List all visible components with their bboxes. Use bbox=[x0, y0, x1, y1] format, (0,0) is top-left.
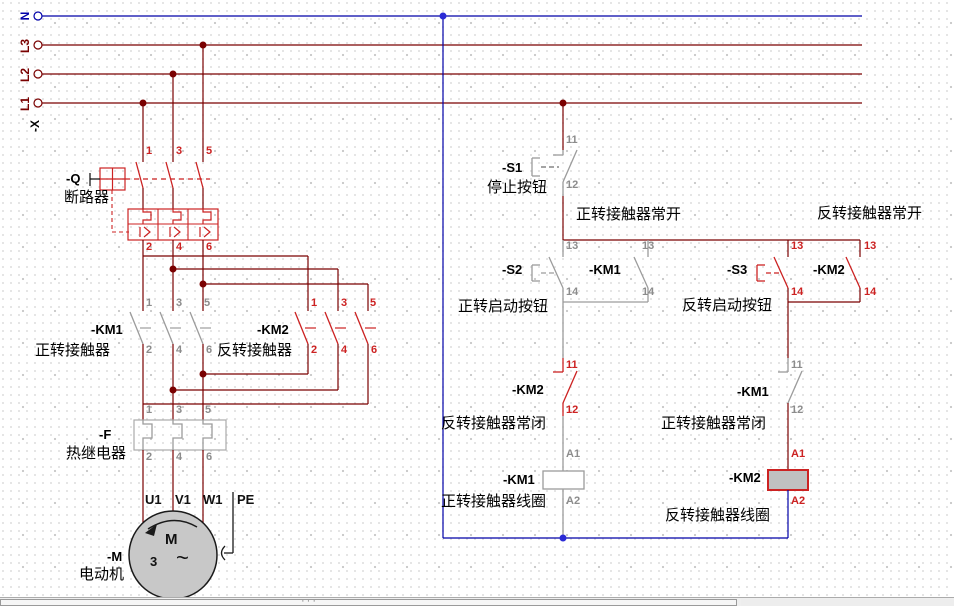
s3-pin: 13 bbox=[791, 240, 804, 252]
motor-phases: 3 bbox=[150, 554, 158, 569]
motor-terminal-v1: V1 bbox=[175, 492, 191, 507]
rail-label-l1: L1 bbox=[18, 97, 32, 112]
thermal-pin: 4 bbox=[176, 451, 183, 463]
km2-aux-nc-tag: -KM2 bbox=[512, 382, 544, 397]
motor-terminal-u1: U1 bbox=[145, 492, 162, 507]
breaker-pin: 5 bbox=[206, 145, 213, 157]
stop-button-tag: -S1 bbox=[502, 160, 523, 175]
km1-aux-nc-pin: 11 bbox=[791, 359, 803, 371]
km2-pin: 3 bbox=[341, 297, 348, 309]
km1-pin: 3 bbox=[176, 297, 183, 309]
motor-ac-symbol: ~ bbox=[176, 545, 189, 570]
km2-pin: 6 bbox=[371, 344, 378, 356]
thermal-pin: 1 bbox=[146, 404, 153, 416]
km2-pin: 2 bbox=[311, 344, 318, 356]
rail-label-l2: L2 bbox=[18, 68, 32, 83]
km2-power-name: 反转接触器 bbox=[217, 342, 293, 359]
km1-aux-nc-tag: -KM1 bbox=[737, 384, 769, 399]
km1-pin: 5 bbox=[204, 297, 211, 309]
km2-aux-nc-pin: 12 bbox=[566, 404, 579, 416]
fwd-start-button-name: 正转启动按钮 bbox=[458, 298, 549, 315]
km2-pin: 1 bbox=[311, 297, 318, 309]
rail-label-l3: L3 bbox=[18, 39, 32, 54]
s3-pin: 14 bbox=[791, 286, 804, 298]
s1-pin: 12 bbox=[566, 179, 579, 191]
thermal-pin: 3 bbox=[176, 404, 183, 416]
km1-pin: 1 bbox=[146, 297, 153, 309]
km1-pin: 4 bbox=[176, 344, 183, 356]
km2-coil-tag: -KM2 bbox=[729, 470, 761, 485]
breaker-pin: 1 bbox=[146, 145, 153, 157]
km2-coil-pin: A1 bbox=[791, 448, 806, 460]
km1-power-name: 正转接触器 bbox=[35, 342, 111, 359]
thermal-relay-name: 热继电器 bbox=[66, 445, 127, 462]
s2-pin: 14 bbox=[566, 286, 579, 298]
km2-coil-name: 反转接触器线圈 bbox=[665, 507, 771, 524]
thermal-relay-tag: -F bbox=[99, 427, 112, 442]
s1-pin: 11 bbox=[566, 134, 578, 146]
thermal-pin: 5 bbox=[205, 404, 212, 416]
km2-aux-no-pin: 13 bbox=[864, 240, 877, 252]
km2-aux-no-pin: 14 bbox=[864, 286, 877, 298]
fwd-no-caption: 正转接触器常开 bbox=[576, 206, 682, 223]
km1-aux-no-pin: 14 bbox=[642, 286, 655, 298]
motor-terminal-pe: PE bbox=[237, 492, 255, 507]
terminal-strip-label: -X bbox=[28, 120, 42, 132]
km1-aux-nc-name: 正转接触器常闭 bbox=[661, 415, 767, 432]
km1-coil-name: 正转接触器线圈 bbox=[441, 493, 547, 510]
breaker-pin: 6 bbox=[206, 241, 213, 253]
rev-start-button-tag: -S3 bbox=[727, 262, 748, 277]
motor-letter: M bbox=[165, 531, 178, 548]
km2-pin: 4 bbox=[341, 344, 348, 356]
km2-aux-no-tag: -KM2 bbox=[813, 262, 845, 277]
scrollbar-grip-icon: ··· bbox=[301, 595, 318, 606]
breaker-tag: -Q bbox=[66, 171, 81, 186]
km1-coil-pin: A1 bbox=[566, 448, 581, 460]
km2-aux-nc-pin: 11 bbox=[566, 359, 578, 371]
km1-coil-tag: -KM1 bbox=[503, 472, 535, 487]
km2-aux-nc-name: 反转接触器常闭 bbox=[441, 415, 547, 432]
km1-coil-pin: A2 bbox=[566, 495, 581, 507]
breaker-pin: 2 bbox=[146, 241, 153, 253]
thermal-pin: 2 bbox=[146, 451, 153, 463]
fwd-start-button-tag: -S2 bbox=[502, 262, 523, 277]
km2-coil-pin: A2 bbox=[791, 495, 806, 507]
km1-power-tag: -KM1 bbox=[91, 322, 123, 337]
breaker-pin: 3 bbox=[176, 145, 183, 157]
horizontal-scrollbar[interactable]: ··· bbox=[0, 595, 954, 606]
rev-start-button-name: 反转启动按钮 bbox=[682, 297, 773, 314]
thermal-pin: 6 bbox=[206, 451, 213, 463]
rail-label-n: N bbox=[18, 11, 32, 21]
km1-aux-no-pin: 13 bbox=[642, 240, 655, 252]
motor-terminal-w1: W1 bbox=[203, 492, 223, 507]
scrollbar-thumb[interactable]: ··· bbox=[0, 595, 737, 606]
s2-pin: 13 bbox=[566, 240, 579, 252]
breaker-name: 断路器 bbox=[64, 189, 110, 206]
breaker-pin: 4 bbox=[176, 241, 183, 253]
km2-power-tag: -KM2 bbox=[257, 322, 289, 337]
motor-name: 电动机 bbox=[79, 566, 125, 583]
km1-pin: 2 bbox=[146, 344, 153, 356]
km2-pin: 5 bbox=[370, 297, 377, 309]
scrollbar-track-right[interactable] bbox=[741, 599, 954, 606]
motor-tag: -M bbox=[107, 549, 123, 564]
km1-aux-nc-pin: 12 bbox=[791, 404, 804, 416]
km1-aux-no-tag: -KM1 bbox=[589, 262, 621, 277]
km1-pin: 6 bbox=[206, 344, 213, 356]
stop-button-name: 停止按钮 bbox=[487, 179, 548, 196]
rev-no-caption: 反转接触器常开 bbox=[817, 205, 923, 222]
